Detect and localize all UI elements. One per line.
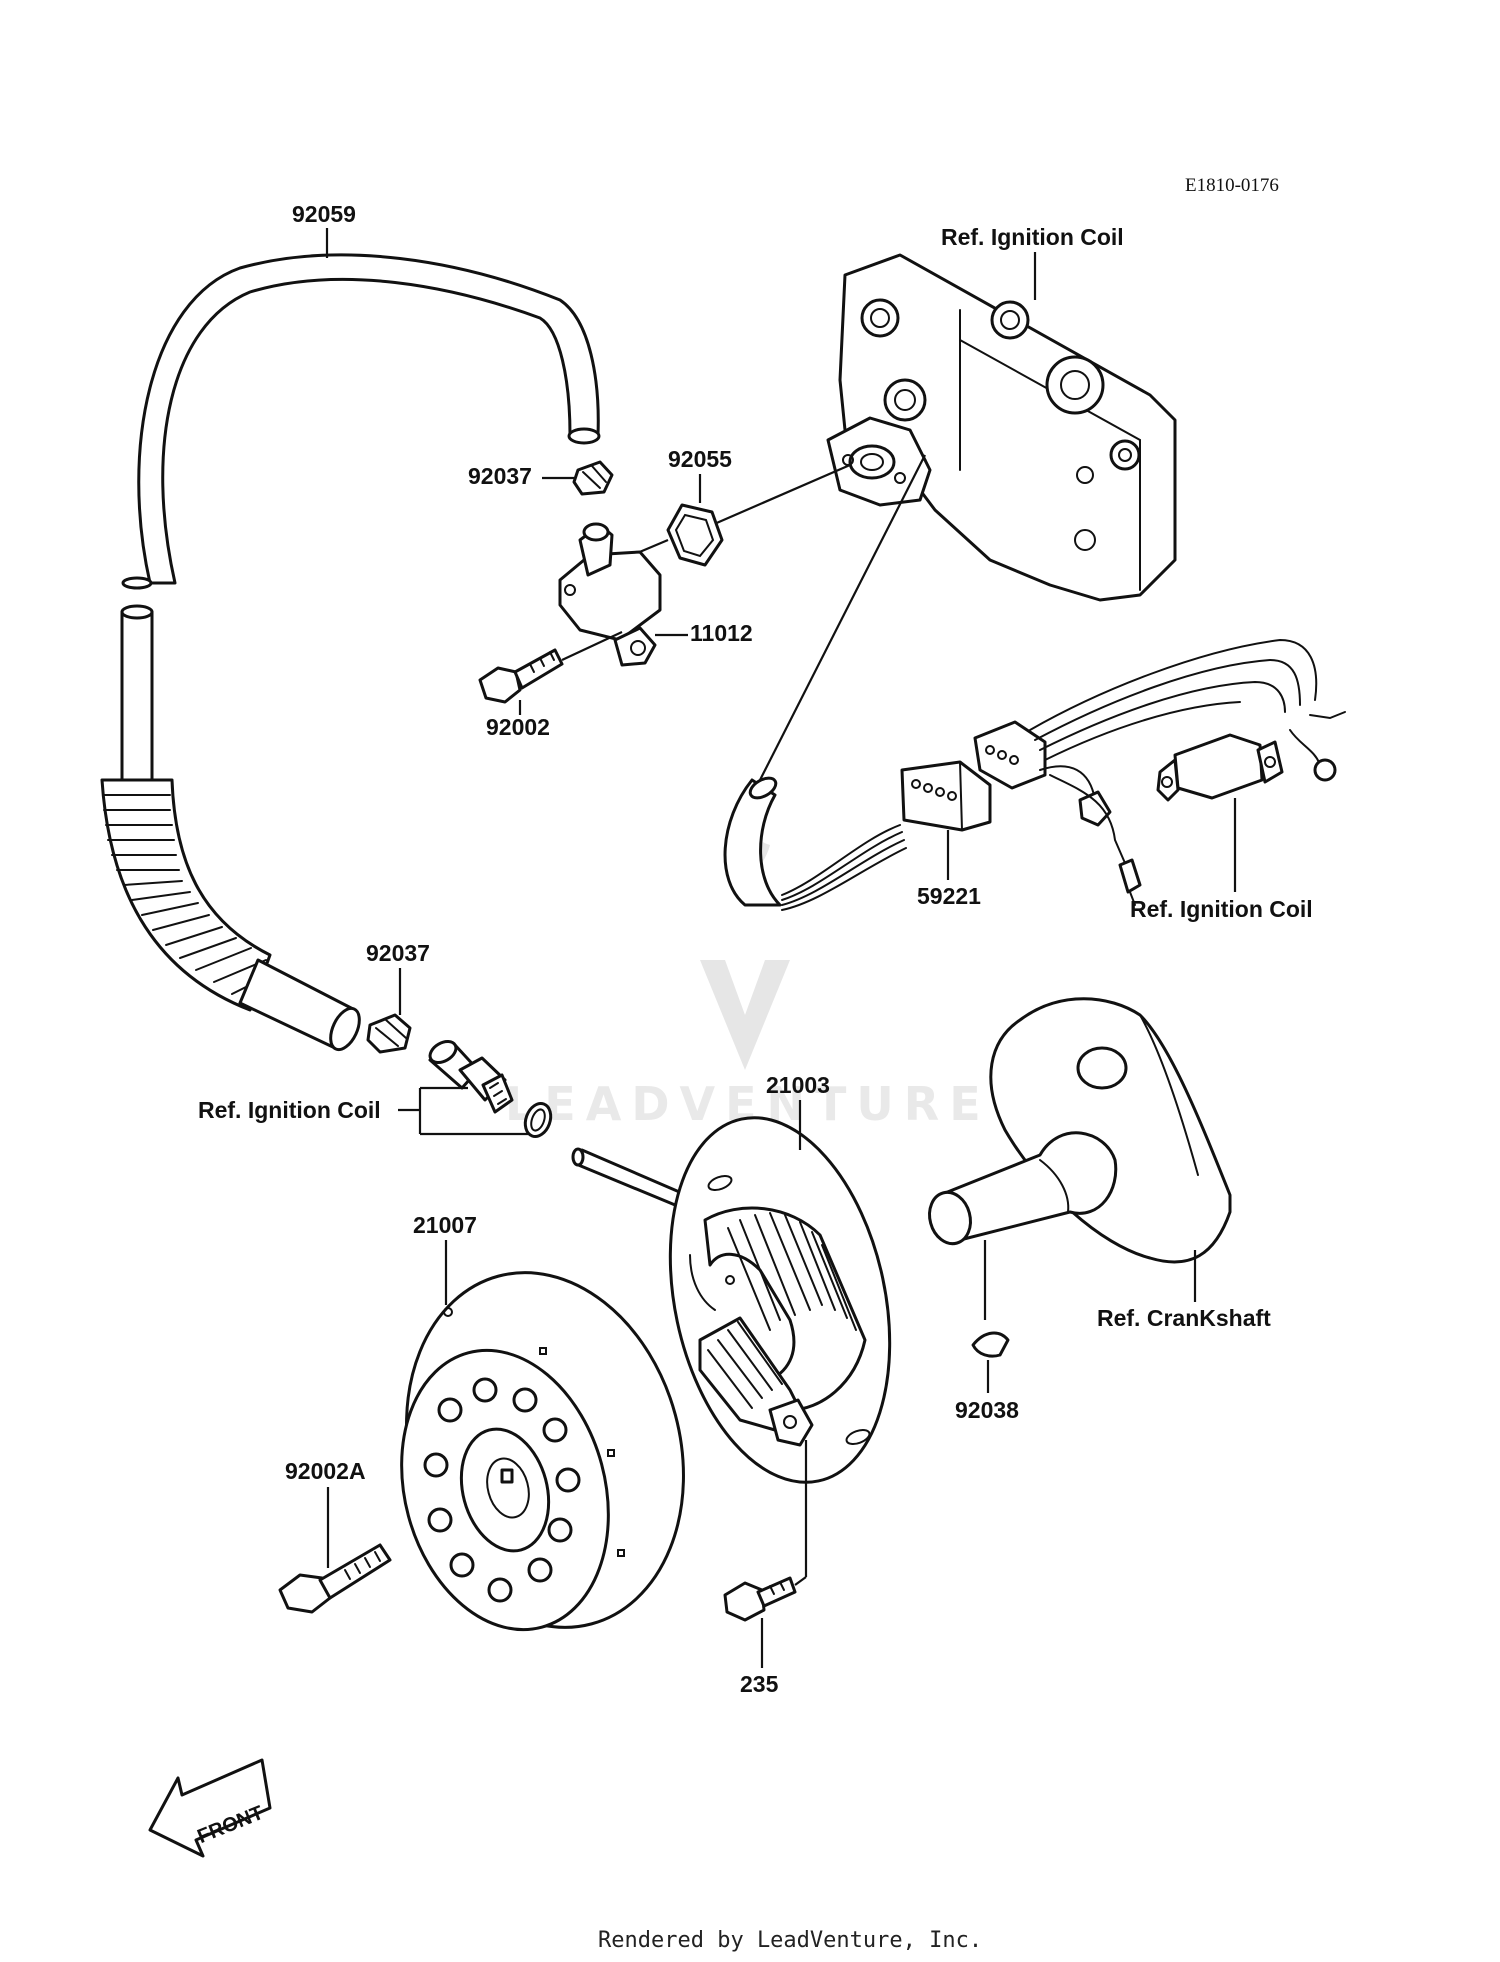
label-92055: 92055 [668, 446, 732, 472]
label-92059: 92059 [292, 201, 356, 227]
label-92002a: 92002A [285, 1458, 366, 1484]
flywheel-bolt-part [278, 1543, 392, 1614]
clamp-mid-part [366, 1013, 412, 1054]
woodruff-key-part [971, 1331, 1010, 1358]
label-ref-ignition-coil-top: Ref. Ignition Coil [941, 224, 1124, 250]
stator-part [571, 1116, 892, 1484]
label-59221: 59221 [917, 883, 981, 909]
bolt-top-part [478, 648, 564, 704]
oring-top-part [666, 503, 724, 567]
clamp-top-part [572, 460, 614, 496]
label-235: 235 [740, 1671, 779, 1697]
crankshaft-part [928, 997, 1232, 1264]
screw-part [723, 1576, 797, 1622]
wire-harness-part [723, 638, 1346, 911]
hose-part [100, 253, 601, 1052]
label-ref-crankshaft: Ref. CranKshaft [1097, 1305, 1271, 1331]
footer-credit: Rendered by LeadVenture, Inc. [598, 1928, 982, 1953]
fitting-part [558, 522, 662, 667]
label-ref-ignition-coil-left: Ref. Ignition Coil [198, 1097, 381, 1123]
label-ref-ignition-coil-right: Ref. Ignition Coil [1130, 896, 1313, 922]
label-92037-top: 92037 [468, 463, 532, 489]
label-92002: 92002 [486, 714, 550, 740]
label-92037-mid: 92037 [366, 940, 430, 966]
label-21003: 21003 [766, 1072, 830, 1098]
front-arrow: FRONT [148, 1758, 272, 1858]
label-92038: 92038 [955, 1397, 1019, 1423]
label-11012: 11012 [690, 620, 753, 646]
nipple-fitting-part [428, 1040, 553, 1138]
flywheel-part [400, 1271, 685, 1632]
cylinder-head-part [826, 253, 1177, 602]
drawing-code: E1810-0176 [1185, 175, 1279, 196]
label-21007: 21007 [413, 1212, 477, 1238]
